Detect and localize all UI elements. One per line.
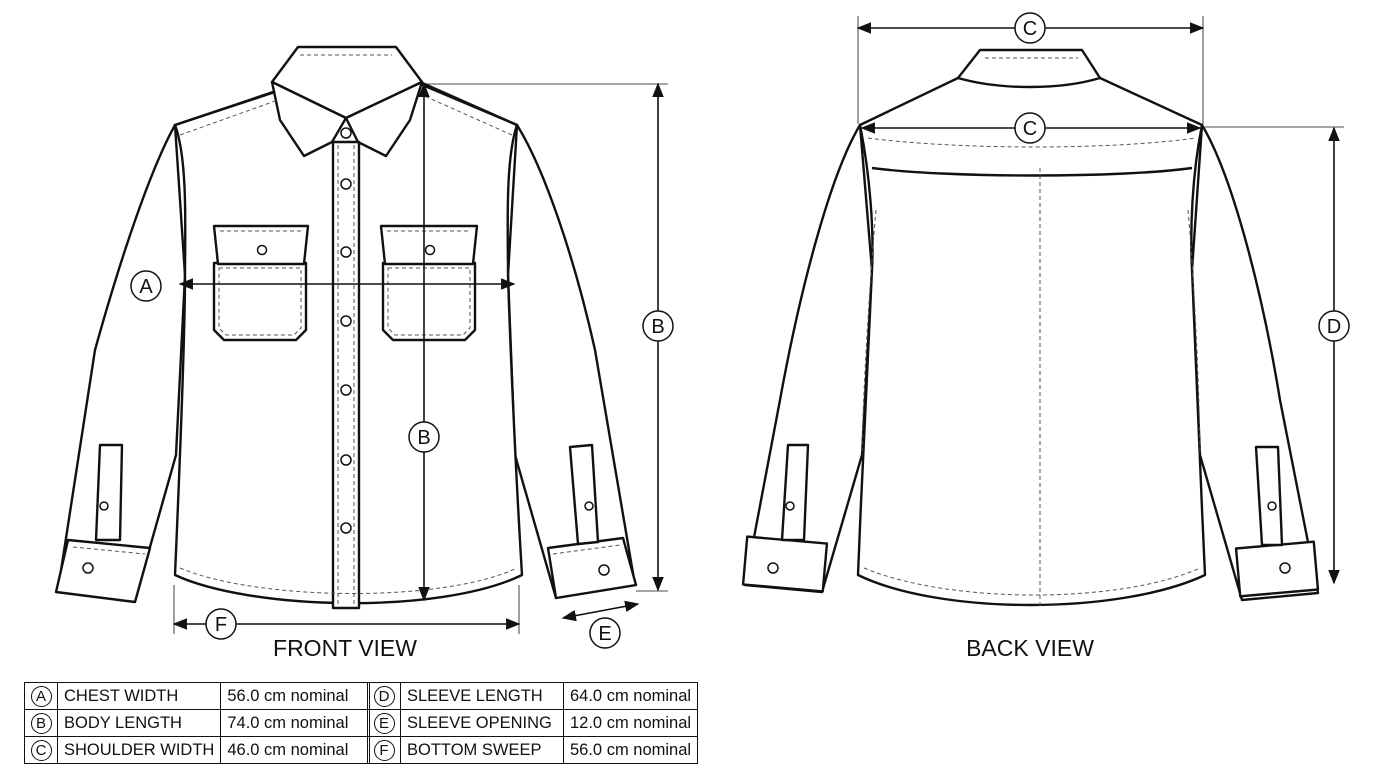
cuff-button [82, 562, 94, 574]
front-view-title: FRONT VIEW [273, 635, 417, 661]
marker-b-inner: B [417, 427, 430, 449]
marker-a: A [139, 276, 153, 298]
front-right-pocket [381, 261, 477, 342]
placket-button [340, 384, 352, 396]
back-stitching [861, 57, 1201, 608]
placket-button [340, 246, 352, 258]
spec-name: CHEST WIDTH [56, 682, 222, 710]
marker-e: E [598, 623, 611, 645]
front-right-cuff [546, 536, 638, 600]
back-view-title: BACK VIEW [966, 635, 1094, 661]
placket-button [340, 178, 352, 190]
back-right-cuff [1234, 540, 1320, 598]
marker-a-circle [130, 270, 162, 302]
placket-button [340, 315, 352, 327]
front-left-sleeve [56, 123, 187, 602]
spec-value: 56.0 cm nominal [220, 682, 371, 710]
spec-value: 74.0 cm nominal [220, 709, 371, 737]
collar-button [340, 127, 352, 139]
spec-value: 64.0 cm nominal [562, 682, 699, 710]
spec-key: F [373, 739, 395, 761]
pocket-button [256, 244, 268, 256]
front-placket [331, 140, 361, 610]
spec-value: 12.0 cm nominal [562, 709, 699, 737]
front-shoulder-seam-right [419, 82, 518, 127]
marker-b-outer: B [651, 316, 664, 338]
back-body [856, 76, 1207, 607]
front-right-sleeve [506, 123, 637, 600]
spec-row: A CHEST WIDTH 56.0 cm nominal [24, 682, 371, 710]
pocket-button [424, 244, 436, 256]
spec-key: E [373, 712, 395, 734]
marker-b-inner-circle [408, 421, 440, 453]
marker-d-circle [1318, 310, 1350, 342]
front-view-shirt [54, 45, 638, 610]
spec-row: D SLEEVE LENGTH 64.0 cm nominal [367, 682, 699, 710]
back-left-sleeve-placket [780, 443, 810, 542]
spec-name: SLEEVE LENGTH [400, 682, 564, 710]
cuff-button [598, 564, 610, 576]
spec-row: C SHOULDER WIDTH 46.0 cm nominal [24, 736, 371, 764]
sleeve-placket-button [1267, 501, 1277, 511]
spec-key: B [30, 712, 52, 734]
back-yoke-seam [871, 166, 1193, 177]
back-left-sleeve [743, 123, 874, 594]
spec-name: SHOULDER WIDTH [56, 736, 222, 764]
spec-value: 46.0 cm nominal [220, 736, 371, 764]
spec-value: 56.0 cm nominal [562, 736, 699, 764]
spec-name: BOTTOM SWEEP [400, 736, 564, 764]
back-right-sleeve [1190, 123, 1320, 602]
dim-e-line [561, 600, 640, 622]
spec-table-left: A CHEST WIDTH 56.0 cm nominal B BODY LEN… [24, 682, 371, 764]
spec-key: C [30, 739, 52, 761]
cuff-button [1279, 562, 1291, 574]
spec-name: SLEEVE OPENING [400, 709, 564, 737]
front-collar-right-point [344, 80, 424, 158]
marker-b-outer-circle [642, 310, 674, 342]
back-right-sleeve-placket [1254, 445, 1284, 547]
spec-row: E SLEEVE OPENING 12.0 cm nominal [367, 709, 699, 737]
cuff-button [767, 562, 779, 574]
front-left-pocket [212, 261, 308, 342]
marker-e-circle [589, 617, 621, 649]
back-left-cuff [741, 535, 829, 593]
marker-c-top-circle [1014, 12, 1046, 44]
placket-button [340, 454, 352, 466]
spec-key: D [373, 685, 395, 707]
spec-row: B BODY LENGTH 74.0 cm nominal [24, 709, 371, 737]
marker-d: D [1327, 316, 1341, 338]
front-shoulder-seam-left [174, 90, 276, 127]
sleeve-placket-button [785, 501, 795, 511]
back-collar [956, 48, 1102, 89]
marker-c-top: C [1023, 18, 1037, 40]
spec-row: F BOTTOM SWEEP 56.0 cm nominal [367, 736, 699, 764]
placket-button [340, 522, 352, 534]
spec-table-right: D SLEEVE LENGTH 64.0 cm nominal E SLEEVE… [367, 682, 699, 764]
front-left-cuff [54, 538, 152, 604]
sleeve-placket-button [584, 501, 594, 511]
back-view-shirt [741, 48, 1320, 607]
spec-name: BODY LENGTH [56, 709, 222, 737]
marker-c-shoulder-circle [1014, 112, 1046, 144]
front-left-sleeve-placket [94, 443, 124, 542]
sleeve-placket-button [99, 501, 109, 511]
front-collar-left-point [270, 80, 348, 158]
marker-f: F [215, 614, 227, 636]
back-buttons [767, 501, 1291, 574]
marker-c-shoulder: C [1023, 118, 1037, 140]
spec-key: A [30, 685, 52, 707]
dimension-markers: A B B F E C C D [130, 12, 1350, 649]
marker-f-circle [205, 608, 237, 640]
front-right-sleeve-placket [568, 443, 600, 546]
front-stitching [72, 54, 621, 604]
